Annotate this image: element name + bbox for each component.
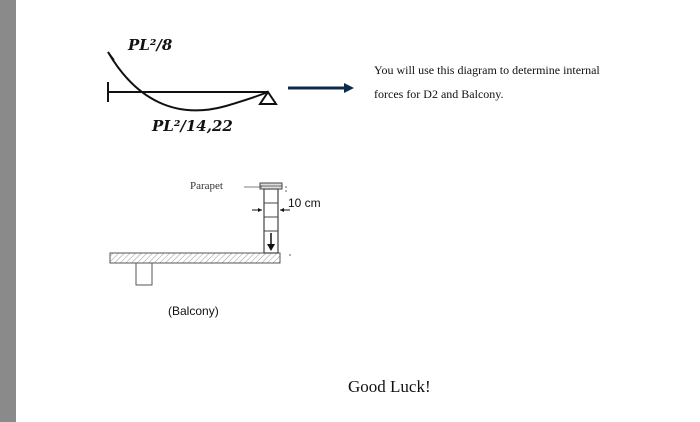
balcony-caption: (Balcony) — [168, 304, 219, 318]
parapet-label: Parapet — [190, 180, 223, 192]
right-arrow-icon — [288, 83, 354, 93]
balcony-diagram — [106, 175, 306, 295]
document-page: PL²/8 PL²/14,22 You will use this diagra… — [16, 0, 700, 422]
instruction-line-1: You will use this diagram to determine i… — [374, 63, 600, 77]
negative-moment-label: PL²/8 — [128, 36, 173, 54]
dimension-label: 10 cm — [288, 196, 321, 210]
moment-diagram-drawing — [107, 51, 278, 112]
instruction-line-2: forces for D2 and Balcony. — [374, 87, 504, 101]
instruction-note: You will use this diagram to determine i… — [374, 58, 600, 106]
moment-diagram — [96, 40, 296, 140]
closing-text: Good Luck! — [348, 377, 431, 396]
positive-moment-label: PL²/14,22 — [152, 117, 233, 135]
balcony-drawing — [109, 182, 291, 286]
